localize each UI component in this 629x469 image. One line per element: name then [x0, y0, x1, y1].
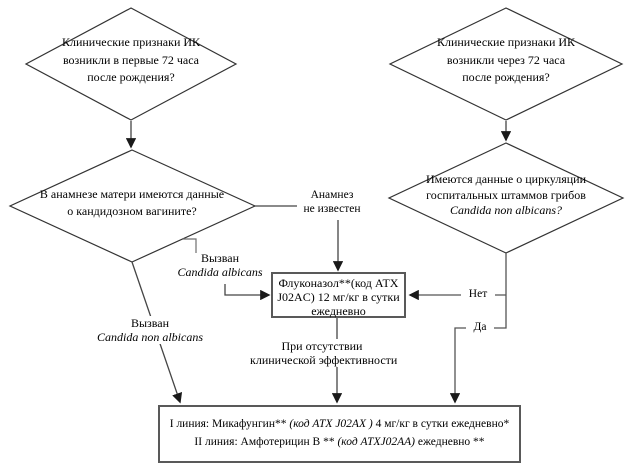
text-line: ежедневно — [311, 304, 366, 318]
text-line-italic: Candida albicans — [177, 265, 263, 279]
diamond-late-onset-text: Клинические признаки ИК возникли через 7… — [406, 34, 606, 87]
therapy-box — [158, 405, 521, 463]
text-line: Вызван — [200, 251, 240, 265]
text-line: В анамнезе матери имеются данные — [39, 187, 225, 201]
label-anamnesis-unknown: Анамнез не известен — [294, 189, 370, 216]
text-line: после рождения? — [462, 70, 550, 84]
text-line: возникли в первые 72 часа — [62, 52, 200, 67]
text-line: Имеются данные о циркуляции — [425, 172, 587, 186]
label-yes: Да — [466, 321, 494, 334]
text-line: возникли через 72 часа — [446, 52, 566, 67]
text-segment: 4 мг/кг в сутки ежедневно* — [375, 418, 510, 430]
label-caused-albicans: Вызван Candida albicans — [170, 251, 270, 279]
fluconazole-box-text: Флуконазол**(код АТХ J02AC) 12 мг/кг в с… — [273, 276, 404, 318]
text-line: J02AC) 12 мг/кг в сутки — [277, 290, 400, 304]
text-line-italic: Candida non albicans? — [449, 203, 562, 217]
text-line: Анамнез — [310, 189, 354, 201]
text-line: Вызван — [130, 316, 170, 330]
text-line: Клинические признаки ИК — [61, 35, 201, 49]
text-line-italic: Candida non albicans — [97, 330, 204, 344]
diamond-maternal-history-text: В анамнезе матери имеются данные о канди… — [17, 186, 247, 220]
label-no: Нет — [461, 288, 495, 301]
therapy-line-2: II линия: Амфотерицин В ** (код АТХJ02AA… — [161, 433, 518, 451]
label-no-efficacy: При отсутствии клинической эффективности — [250, 339, 398, 367]
text-segment-italic: (код АТХ J02AX ) — [289, 418, 376, 430]
text-segment: ежедневно ** — [417, 436, 485, 448]
arrow-albicans-to-fluconazole — [224, 284, 271, 301]
fluconazole-box — [271, 272, 406, 318]
text-line: после рождения? — [87, 70, 175, 84]
text-segment-italic: (код АТХJ02AA) — [337, 436, 418, 448]
therapy-line-1: I линия: Микафунгин** (код АТХ J02AX ) 4… — [161, 415, 518, 433]
diamond-early-onset — [24, 7, 238, 121]
diamond-early-onset-text: Клинические признаки ИК возникли в первы… — [31, 34, 231, 87]
therapy-box-text: I линия: Микафунгин** (код АТХ J02AX ) 4… — [161, 415, 518, 451]
text-line: При отсутствии — [281, 339, 363, 353]
diamond-hospital-strains-text: Имеются данные о циркуляции госпитальных… — [396, 172, 616, 219]
text-segment: I линия: Микафунгин** — [169, 418, 290, 430]
text-line: не известен — [303, 202, 361, 215]
text-line: госпитальных штаммов грибов — [426, 187, 586, 202]
text-line: о кандидозном вагините? — [67, 204, 197, 218]
text-line: клинической эффективности — [250, 353, 398, 367]
text-segment: II линия: Амфотерицин В ** — [194, 436, 338, 448]
text-line: Флуконазол**(код АТХ — [278, 276, 399, 290]
diamond-late-onset — [388, 7, 624, 121]
text-line: Клинические признаки ИК — [436, 35, 576, 49]
label-caused-non-albicans: Вызван Candida non albicans — [97, 316, 203, 344]
line-to-albicans-label — [183, 238, 197, 253]
